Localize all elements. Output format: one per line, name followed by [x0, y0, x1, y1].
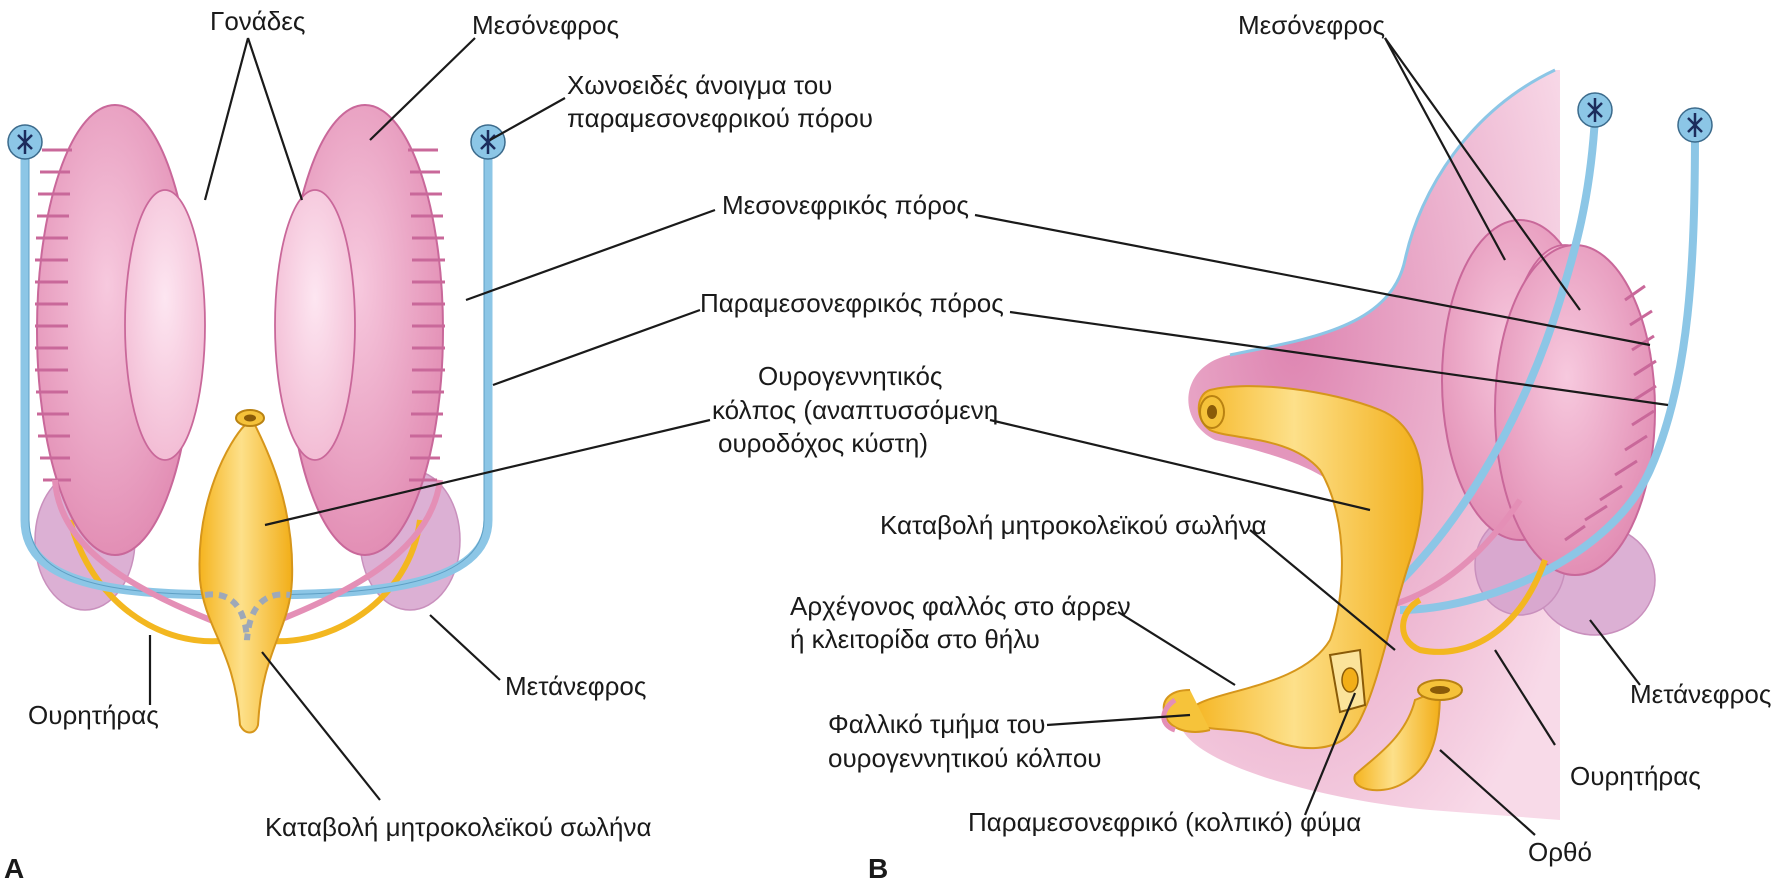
- label-tubercle: Παραμεσονεφρικό (κολπικό) φύμα: [968, 807, 1361, 837]
- panel-a-drawing: [8, 105, 505, 733]
- label-gonads: Γονάδες: [210, 6, 305, 36]
- label-phallic-line1: Φαλλικό τμήμα του: [828, 709, 1045, 739]
- label-uterovaginal-b: Καταβολή μητροκολεϊκού σωλήνα: [880, 510, 1267, 540]
- label-ureter-b: Ουρητήρας: [1570, 761, 1701, 791]
- panel-letter-a: A: [4, 853, 24, 882]
- label-paramesonephric-duct: Παραμεσονεφρικός πόρος: [700, 288, 1004, 318]
- gonad-right: [275, 190, 355, 460]
- label-sinus-line3: ουροδόχος κύστη): [718, 428, 928, 458]
- label-mesonephros-b: Μεσόνεφρος: [1238, 10, 1385, 40]
- label-mesonephric-duct: Μεσονεφρικός πόρος: [722, 190, 969, 220]
- label-rectum: Ορθό: [1528, 837, 1592, 867]
- label-metanephros-b: Μετάνεφρος: [1630, 679, 1771, 709]
- label-uterovaginal-a: Καταβολή μητροκολεϊκού σωλήνα: [265, 812, 652, 842]
- label-sinus-line1: Ουρογεννητικός: [758, 361, 942, 391]
- label-phallus-line2: ή κλειτορίδα στο θήλυ: [790, 624, 1040, 654]
- funnel-opening-b2: [1678, 108, 1712, 142]
- label-funnel-line1: Χωνοειδές άνοιγμα του: [567, 70, 832, 100]
- panel-letter-b: B: [868, 853, 888, 882]
- label-phallic-line2: ουρογεννητικού κόλπου: [828, 743, 1102, 773]
- label-ureter-a: Ουρητήρας: [28, 700, 159, 730]
- label-funnel-line2: παραμεσονεφρικού πόρου: [567, 103, 873, 133]
- gonad-left: [125, 190, 205, 460]
- funnel-opening-right: [471, 125, 505, 159]
- label-metanephros-a: Μετάνεφρος: [505, 671, 646, 701]
- label-sinus-line2: κόλπος (αναπτυσσόμενη: [712, 395, 998, 425]
- label-mesonephros-a: Μεσόνεφρος: [472, 10, 619, 40]
- funnel-opening-left: [8, 125, 42, 159]
- urogenital-sinus: [200, 425, 293, 733]
- funnel-opening-b1: [1578, 93, 1612, 127]
- label-phallus-line1: Αρχέγονος φαλλός στο άρρεν: [790, 591, 1131, 621]
